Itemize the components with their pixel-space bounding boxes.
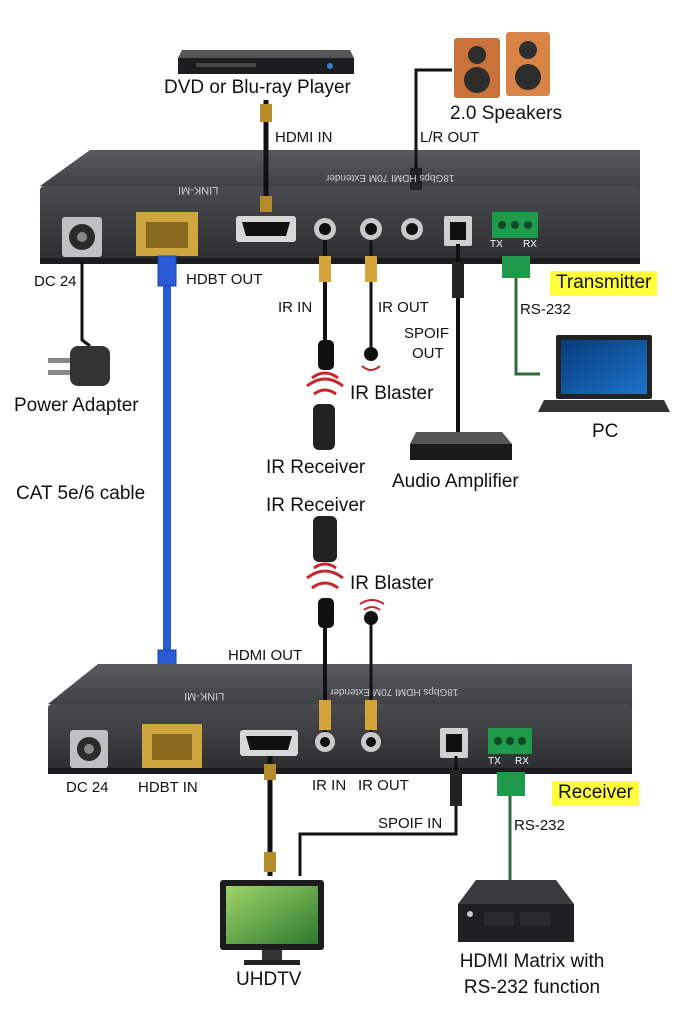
rj45-port-tx (136, 212, 198, 256)
hdmi-out-label: HDMI OUT (228, 647, 303, 664)
ir-out-jack-tx (360, 218, 382, 240)
ir-in-jack-rx (315, 732, 335, 752)
ir-receiver-bottom-label: IR Receiver (266, 495, 366, 516)
hdmi-matrix (458, 880, 574, 942)
tx-brand-label: LINK-MI (178, 184, 219, 196)
tx-rs232-label: RS-232 (520, 301, 571, 318)
ir-receiver-head-tx (318, 340, 334, 370)
tx-dc-label: DC 24 (34, 273, 77, 290)
hdmi-port-rx (240, 730, 298, 756)
ir-out-jack-rx (361, 732, 381, 752)
receiver-badge: Receiver (552, 781, 639, 806)
ir-receiver-top-label: IR Receiver (266, 457, 366, 478)
tx-tx-label: TX (490, 239, 503, 250)
dc-cable-tx (80, 262, 91, 348)
pc-label: PC (592, 421, 619, 442)
tx-ir-in-label: IR IN (278, 299, 313, 316)
hdmi-matrix-label-2: RS-232 function (463, 977, 601, 998)
dc-jack-tx (62, 217, 102, 257)
audio-amplifier-label: Audio Amplifier (392, 471, 519, 492)
rx-dc-label: DC 24 (66, 779, 109, 796)
ir-blaster-bottom-label: IR Blaster (350, 573, 434, 594)
uhdtv-label: UHDTV (236, 969, 302, 990)
power-adapter (48, 346, 110, 386)
hdmi-in-label: HDMI IN (275, 129, 333, 146)
hdbt-out-label: HDBT OUT (186, 271, 263, 288)
ir-waves-rx (306, 562, 385, 611)
speakers-label: 2.0 Speakers (450, 103, 562, 124)
rs232-terminal-tx (492, 212, 538, 278)
power-adapter-label: Power Adapter (14, 395, 139, 416)
remote-control-tx (313, 404, 335, 450)
rx-rx-label: RX (515, 756, 529, 767)
rx-model-label: 18Gbps HDMI 70M Extender (330, 686, 459, 697)
pc-laptop (538, 335, 670, 412)
rx-ir-in-label: IR IN (312, 777, 347, 794)
rx-rs232-label: RS-232 (514, 817, 565, 834)
ir-in-jack-tx (314, 218, 336, 240)
hdmi-port-tx (236, 216, 296, 242)
cat-cable-label: CAT 5e/6 cable (16, 483, 146, 504)
uhdtv (220, 880, 324, 965)
tx-rx-label: RX (523, 239, 537, 250)
receiver-unit (48, 664, 632, 774)
spdif-port-rx (440, 728, 468, 758)
dvd-player (178, 50, 354, 74)
audio-amplifier (410, 432, 512, 460)
ir-waves-tx (306, 371, 344, 396)
tx-model-label: 18Gbps HDMI 70M Extender (326, 172, 455, 183)
tx-spdif-label-1: SPOIF (404, 325, 450, 342)
lr-out-jack-tx (401, 218, 423, 240)
hdbt-in-label: HDBT IN (138, 779, 198, 796)
rs232-wire-tx (514, 278, 540, 376)
rj45-port-rx (142, 724, 202, 768)
transmitter-unit (40, 150, 640, 264)
remote-control-rx (313, 516, 337, 562)
dvd-player-label: DVD or Blu-ray Player (164, 77, 351, 98)
lr-out-label: L/R OUT (420, 129, 480, 146)
rx-ir-out-label: IR OUT (358, 777, 409, 794)
dc-jack-rx (70, 730, 108, 768)
transmitter-badge: Transmitter (550, 271, 658, 296)
speakers (454, 32, 550, 98)
rx-tx-label: TX (488, 756, 501, 767)
rx-brand-label: LINK-MI (184, 690, 225, 702)
rs232-terminal-rx (488, 728, 532, 796)
audio-cable-lr (414, 68, 452, 190)
ir-blaster-top-label: IR Blaster (350, 383, 434, 404)
rx-spdif-in-label: SPOIF IN (378, 815, 443, 832)
tx-spdif-label-2: OUT (412, 345, 444, 362)
hdmi-matrix-label-1: HDMI Matrix with (459, 951, 605, 972)
spdif-port-tx (444, 216, 472, 246)
tx-ir-out-label: IR OUT (378, 299, 429, 316)
